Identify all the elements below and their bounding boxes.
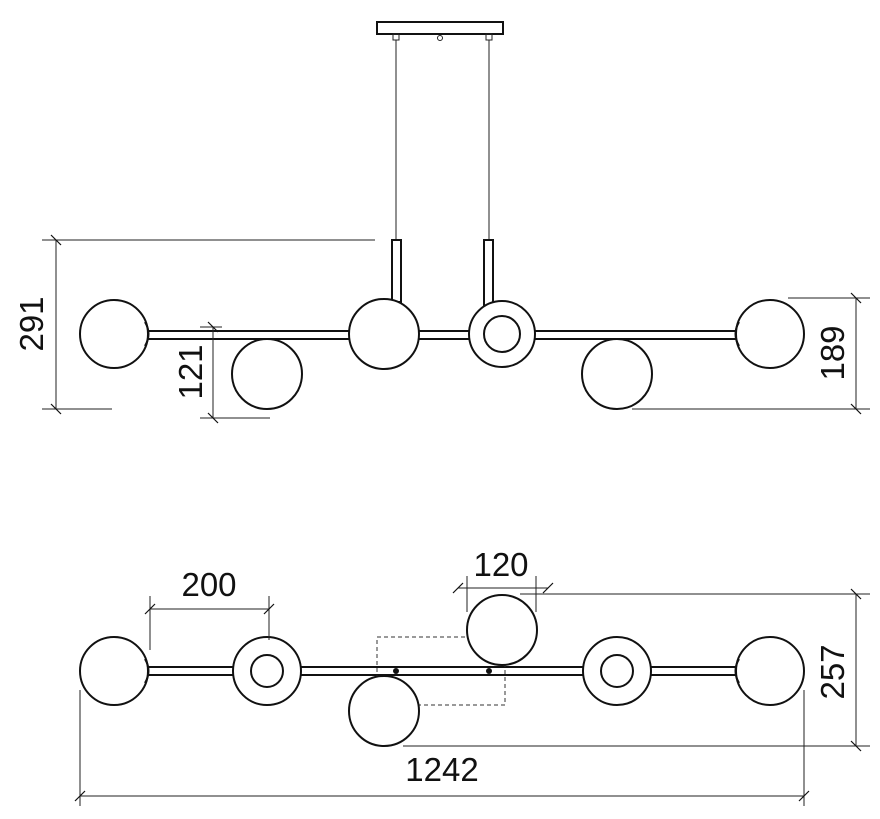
globe-holder-top-left <box>144 658 150 684</box>
canopy-outline-dashed <box>376 636 506 706</box>
canopy-screw <box>437 35 443 41</box>
ring-globe-outer <box>468 300 536 368</box>
dimension-label-depth: 257 <box>814 644 851 699</box>
ring-globe-top-right-outer <box>582 636 652 706</box>
dimension-label-overall-length: 1242 <box>405 751 478 788</box>
top-view: 200 120 257 1242 <box>74 546 870 806</box>
side-view: 291 121 189 <box>13 21 870 424</box>
globe-center <box>348 298 420 370</box>
globe-lower-left <box>231 338 303 410</box>
globe-left-end <box>79 299 149 369</box>
dimension-label-center-offset: 120 <box>473 546 528 583</box>
dimension-label-overall-height: 291 <box>13 296 50 351</box>
globe-holder-right <box>734 321 740 347</box>
ring-globe-top-left-outer <box>232 636 302 706</box>
horizontal-bar <box>144 330 741 340</box>
dimension-label-lower-offset: 121 <box>172 344 209 399</box>
globe-holder-left <box>144 321 150 347</box>
dimension-label-arm-spacing: 200 <box>181 566 236 603</box>
ring-globe-inner <box>483 315 521 353</box>
globe-top-left-end <box>79 636 149 706</box>
rod-sleeve-left <box>391 239 402 303</box>
globe-lower-right <box>581 338 653 410</box>
cable-point-left <box>393 668 399 674</box>
cable-point-right <box>486 668 492 674</box>
ceiling-canopy <box>376 21 504 35</box>
dimension-label-globe-drop: 189 <box>814 325 851 380</box>
globe-top-right-end <box>735 636 805 706</box>
ring-globe-top-right-inner <box>600 654 634 688</box>
globe-right-end <box>735 299 805 369</box>
globe-holder-top-right <box>734 658 740 684</box>
globe-top-back <box>466 594 538 666</box>
globe-top-front <box>348 675 420 747</box>
ring-globe-top-left-inner <box>250 654 284 688</box>
